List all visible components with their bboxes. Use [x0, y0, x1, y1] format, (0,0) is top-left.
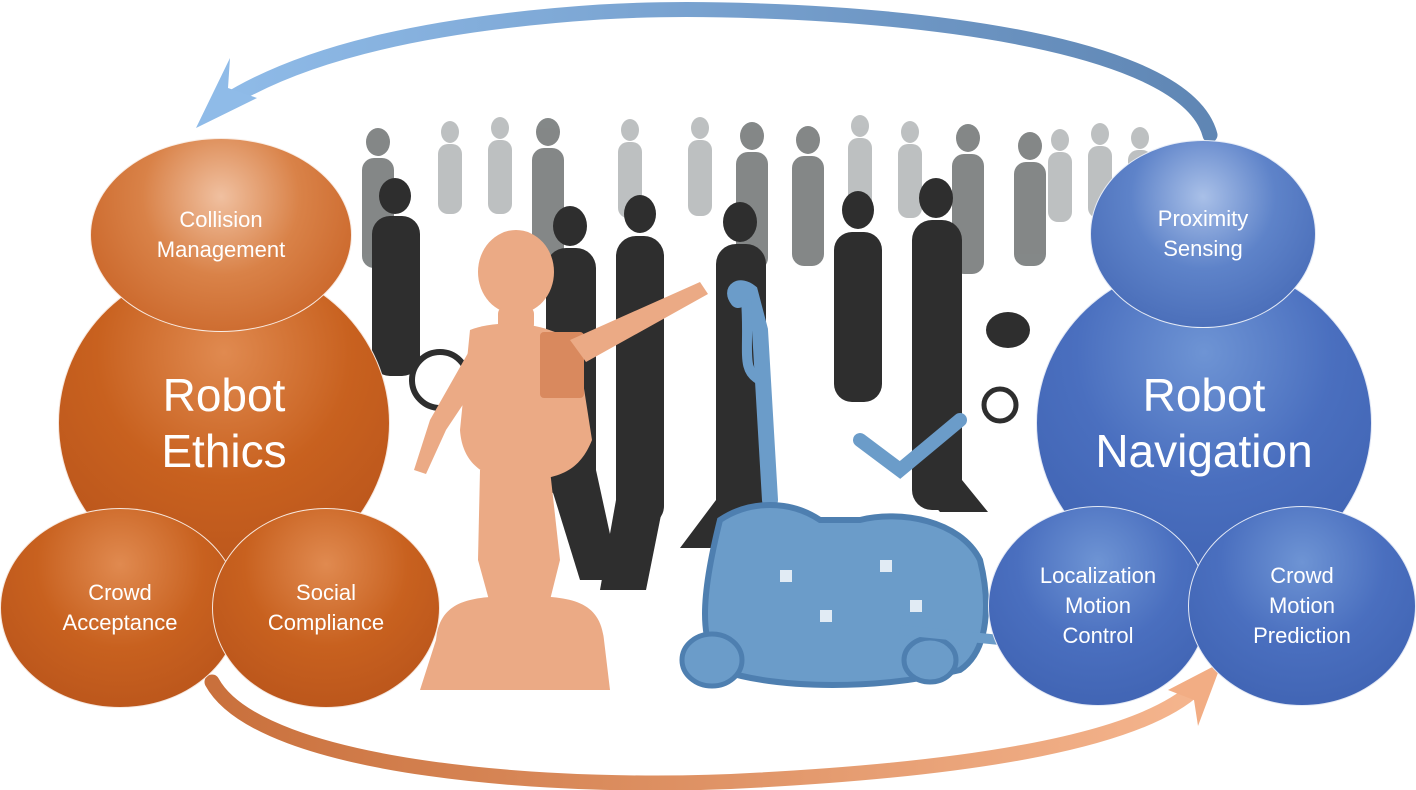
social-compliance-label: Social Compliance: [267, 580, 385, 635]
collision-management-label: Collision Management: [156, 207, 286, 262]
localization-motion-control-circle: Localization Motion Control: [988, 506, 1208, 706]
robot-ethics-label: Robot Ethics: [161, 369, 287, 477]
crowd-silhouettes-far: [438, 115, 1152, 222]
crowd-acceptance-label: Crowd Acceptance: [62, 580, 178, 635]
proximity-sensing-circle: Proximity Sensing: [1090, 140, 1316, 328]
crowd-motion-prediction-label: Crowd Motion Prediction: [1253, 563, 1351, 648]
collision-management-circle: Collision Management: [90, 138, 352, 332]
proximity-sensing-label: Proximity Sensing: [1157, 206, 1249, 261]
wheelchair-robot-illustration: [679, 280, 1001, 689]
crowd-motion-prediction-circle: Crowd Motion Prediction: [1188, 506, 1416, 706]
localization-motion-control-label: Localization Motion Control: [1039, 563, 1157, 648]
bottom-cycle-arrow: [204, 662, 1222, 790]
humanoid-robot-illustration: [414, 230, 708, 690]
social-compliance-circle: Social Compliance: [212, 508, 440, 708]
crowd-acceptance-circle: Crowd Acceptance: [0, 508, 240, 708]
robot-navigation-label: Robot Navigation: [1095, 369, 1313, 477]
top-cycle-arrow: [196, 2, 1218, 143]
